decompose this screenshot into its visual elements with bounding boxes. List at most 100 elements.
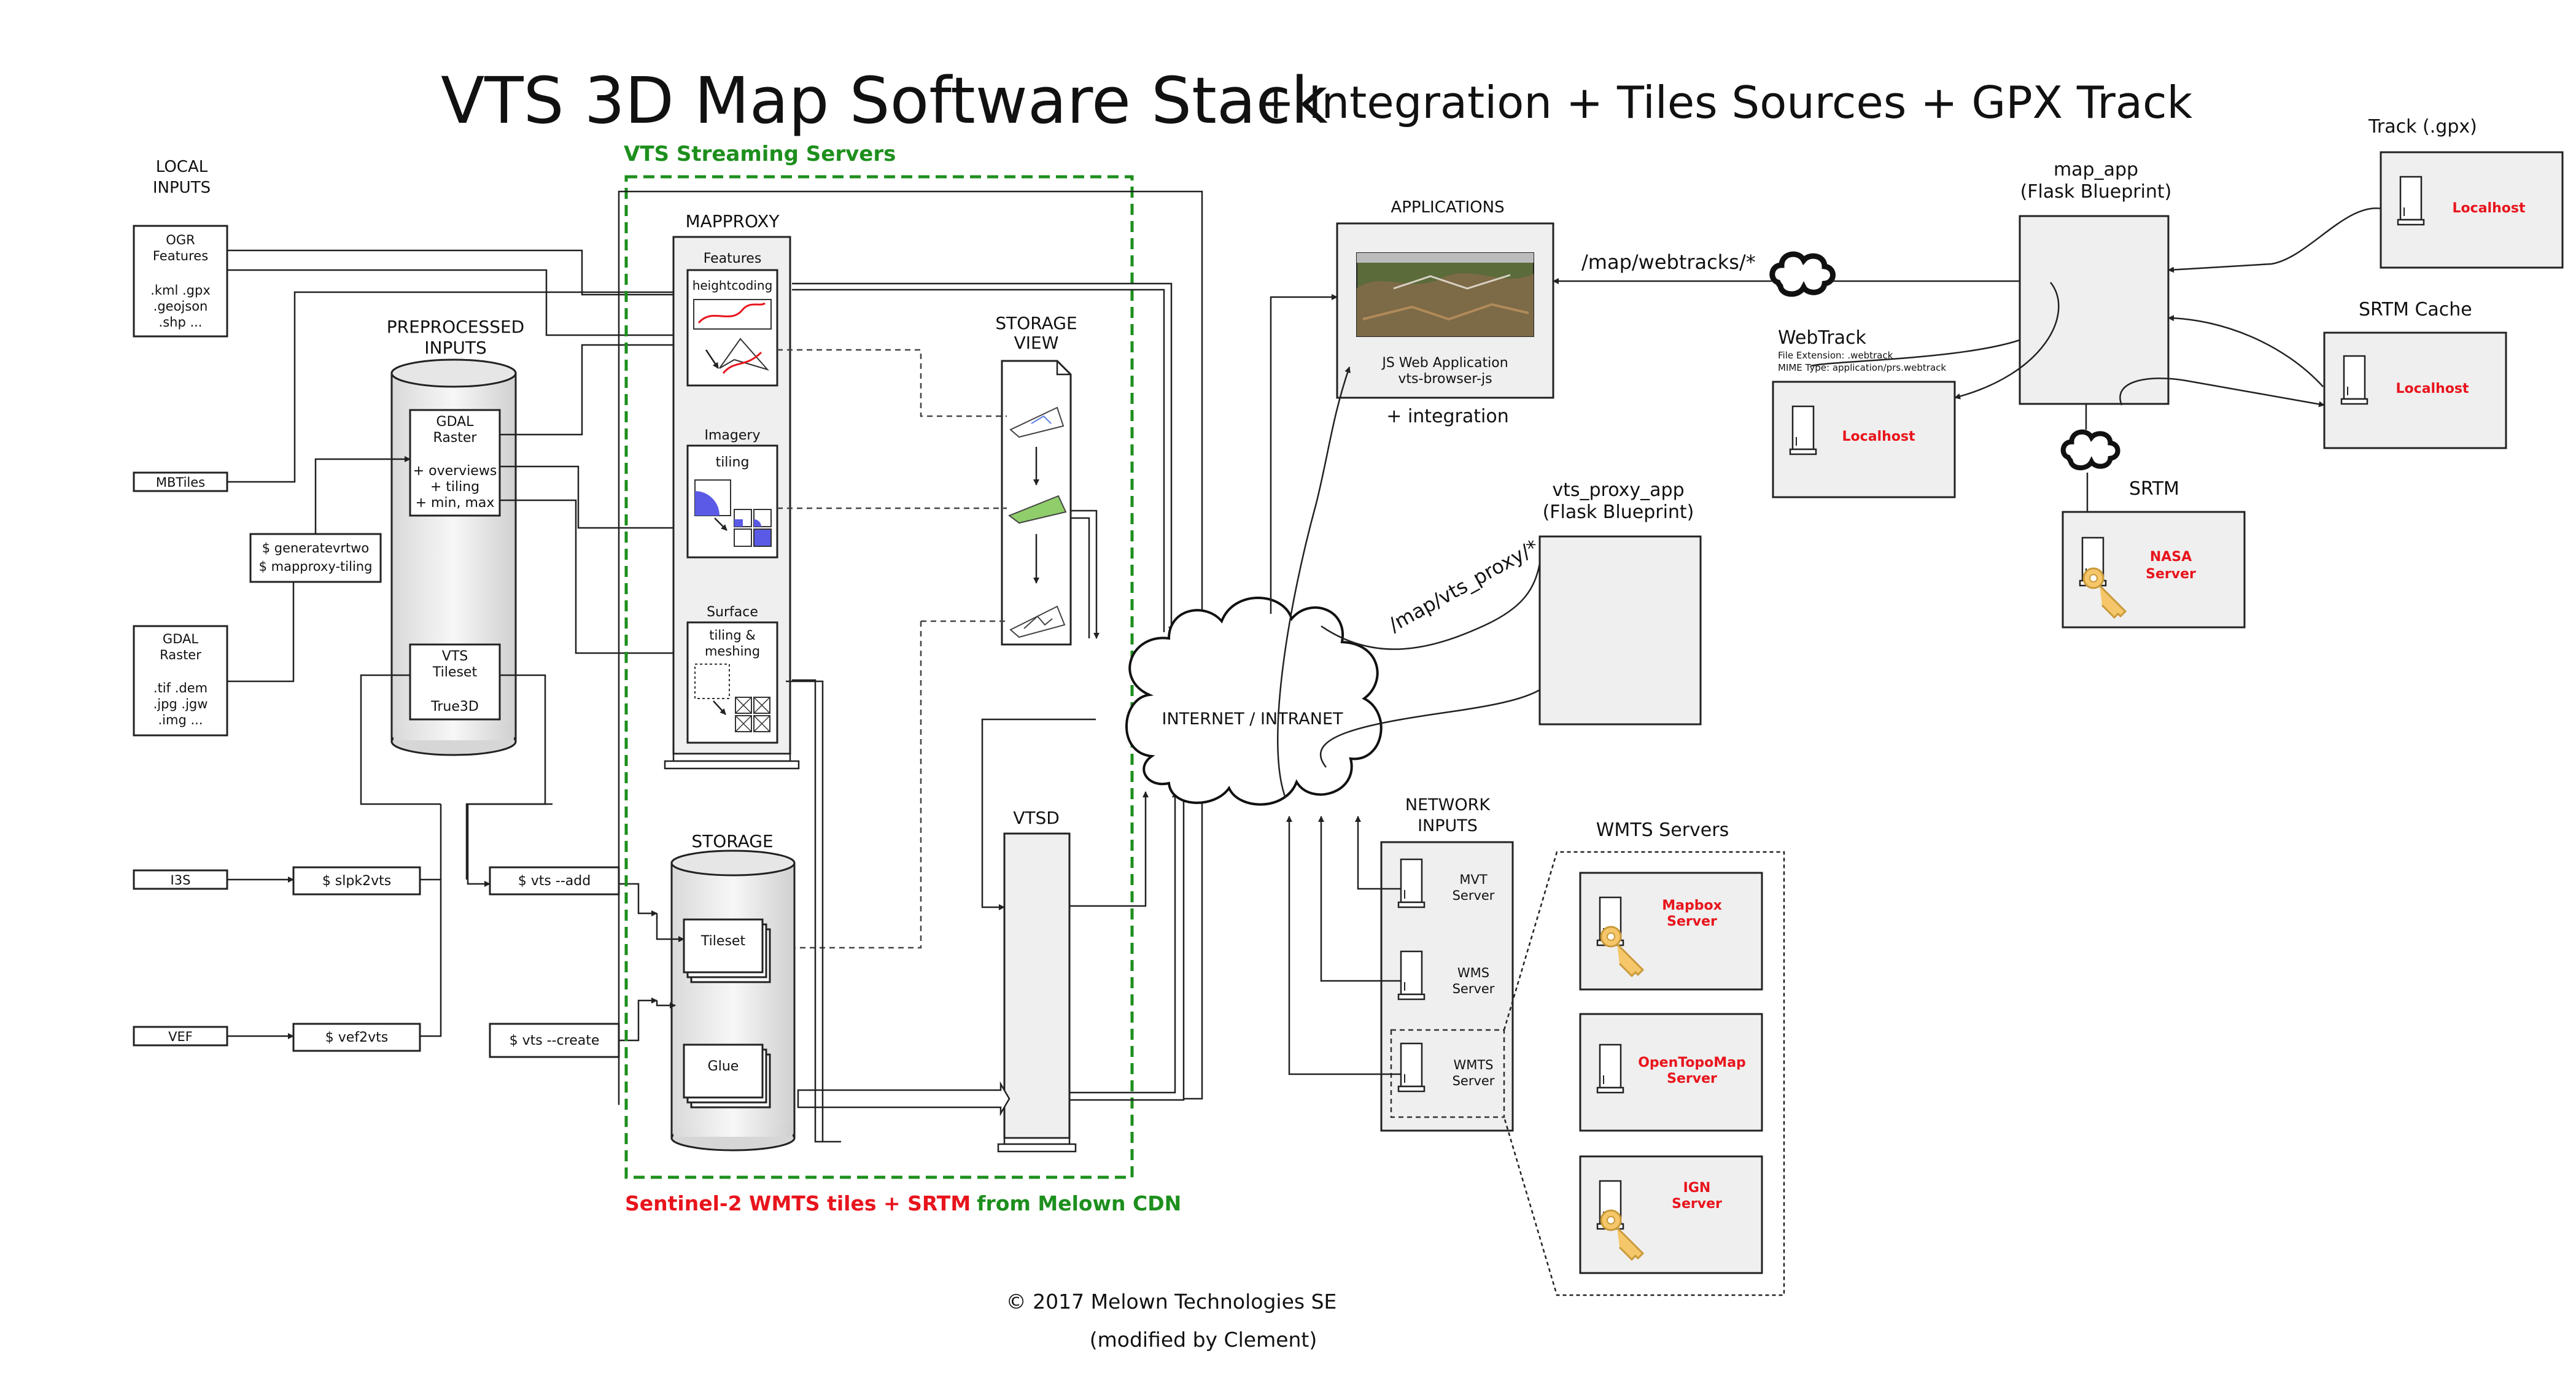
vts-tileset-preprocessed: VTS Tileset True3D [409, 643, 501, 721]
svg-text:GDAL: GDAL [163, 632, 198, 646]
svg-text:Glue: Glue [708, 1059, 739, 1074]
wms-server: WMS Server [1397, 950, 1495, 1001]
vts-streaming-servers-heading: VTS Streaming Servers [624, 142, 896, 166]
nasa-server: NASA Server [2062, 511, 2246, 629]
imagery-label: Imagery [705, 428, 761, 443]
svg-text:LOCAL: LOCAL [156, 158, 208, 176]
surface-label: Surface [707, 605, 758, 620]
gdal-raster-preprocessed: GDAL Raster + overviews + tiling + min, … [409, 409, 501, 517]
svg-text:STORAGE: STORAGE [995, 313, 1077, 333]
svg-text:MBTiles: MBTiles [156, 475, 205, 490]
storage-cylinder [670, 850, 796, 1152]
vts-proxy-route: /map/vts_proxy/* [1384, 535, 1542, 637]
applications-heading: APPLICATIONS [1391, 198, 1504, 217]
storage-view-document [1001, 360, 1072, 646]
svg-text:Mapbox: Mapbox [1662, 898, 1722, 913]
mapproxy-heading: MAPPROXY [685, 211, 780, 231]
diagram-title: VTS 3D Map Software Stack [441, 63, 1328, 138]
srtm-cloud [2063, 432, 2118, 468]
svg-text:$ vts --create: $ vts --create [510, 1033, 600, 1048]
surface-panel: tiling & meshing [686, 621, 778, 744]
svg-text:(Flask Blueprint): (Flask Blueprint) [1543, 501, 1694, 523]
svg-text:.jpg .jgw: .jpg .jgw [153, 697, 208, 711]
svg-text:Raster: Raster [433, 430, 478, 446]
ogr-features-input: OGR Features .kml .gpx .geojson .shp ... [133, 225, 228, 338]
vef2vts-command: $ vef2vts [292, 1023, 421, 1052]
svg-text:INPUTS: INPUTS [153, 179, 211, 197]
svg-text:GDAL: GDAL [436, 414, 475, 430]
svg-text:INPUTS: INPUTS [424, 338, 486, 358]
svg-text:OpenTopoMap: OpenTopoMap [1638, 1055, 1746, 1070]
svg-text:$ mapproxy-tiling: $ mapproxy-tiling [259, 559, 373, 574]
svg-text:vts_proxy_app: vts_proxy_app [1552, 479, 1684, 501]
mbtiles-input: MBTiles [133, 471, 228, 492]
webtracks-cloud [1772, 254, 1833, 294]
srtm-cache-title: SRTM Cache [2359, 299, 2472, 320]
svg-text:Server: Server [1453, 1074, 1495, 1088]
svg-text:Localhost: Localhost [1842, 429, 1915, 444]
svg-text:$ vts --add: $ vts --add [518, 873, 591, 889]
svg-text:$ slpk2vts: $ slpk2vts [322, 873, 391, 889]
svg-text:Features: Features [153, 249, 208, 263]
features-label: Features [704, 251, 762, 266]
track-gpx-localhost: Localhost [2380, 151, 2564, 269]
svg-text:Raster: Raster [160, 648, 201, 662]
vts-proxy-app-box [1538, 535, 1702, 726]
slpk2vts-command: $ slpk2vts [292, 866, 421, 896]
integration-label: + integration [1386, 406, 1508, 427]
svg-text:True3D: True3D [430, 699, 479, 714]
svg-text:.img ...: .img ... [158, 713, 203, 727]
svg-text:+ min, max: + min, max [416, 495, 495, 511]
svg-text:+ overviews: + overviews [413, 463, 497, 479]
svg-text:Tileset: Tileset [432, 665, 478, 680]
svg-text:INPUTS: INPUTS [1418, 816, 1478, 835]
svg-text:Server: Server [2146, 567, 2196, 582]
gdal-raster-input: GDAL Raster .tif .dem .jpg .jgw .img ... [133, 625, 228, 737]
svg-text:.geojson: .geojson [153, 299, 208, 314]
svg-text:vts-browser-js: vts-browser-js [1398, 371, 1492, 387]
svg-text:I3S: I3S [171, 873, 191, 888]
svg-text:Localhost: Localhost [2396, 381, 2469, 397]
webtrack-extension: File Extension: .webtrack [1778, 350, 1893, 361]
map-app-box [2019, 215, 2170, 405]
svg-text:Tileset: Tileset [700, 934, 746, 949]
svg-text:Localhost: Localhost [2453, 201, 2526, 216]
map-app-heading: map_app (Flask Blueprint) [2020, 159, 2172, 203]
local-inputs-heading: LOCAL INPUTS [153, 158, 211, 197]
vts-add-command: $ vts --add [489, 866, 620, 896]
svg-text:WMTS: WMTS [1453, 1058, 1493, 1072]
webtrack-title: WebTrack [1778, 327, 1867, 349]
vts-create-command: $ vts --create [489, 1023, 620, 1058]
mapbox-server: Mapbox Server [1579, 872, 1763, 991]
svg-text:JS Web Application: JS Web Application [1381, 355, 1508, 371]
svg-text:MVT: MVT [1459, 872, 1487, 887]
wmts-servers-heading: WMTS Servers [1596, 819, 1729, 841]
svg-text:OGR: OGR [166, 233, 195, 247]
webtrack-mime: MIME Type: application/prs.webtrack [1778, 362, 1946, 373]
copyright: © 2017 Melown Technologies SE [1006, 1290, 1337, 1314]
svg-text:IGN: IGN [1683, 1180, 1711, 1196]
internet-label: INTERNET / INTRANET [1162, 710, 1343, 729]
generatevrtwo-command: $ generatevrtwo $ mapproxy-tiling [249, 533, 382, 583]
svg-text:WMS: WMS [1457, 966, 1489, 980]
svg-text:tiling: tiling [716, 455, 750, 470]
mvt-server: MVT Server [1397, 858, 1495, 908]
svg-text:VEF: VEF [168, 1029, 193, 1044]
vts-proxy-app-heading: vts_proxy_app (Flask Blueprint) [1543, 479, 1694, 523]
vtsd-tower [997, 832, 1077, 1153]
svg-text:NASA: NASA [2150, 549, 2192, 565]
storage-tileset-stack: Tileset [683, 918, 771, 983]
svg-text:heightcoding: heightcoding [692, 278, 773, 293]
vtsd-heading: VTSD [1013, 808, 1060, 828]
svg-text:Server: Server [1672, 1196, 1722, 1212]
wmts-server: WMTS Server [1390, 1029, 1505, 1118]
storage-heading: STORAGE [691, 831, 773, 851]
svg-text:Server: Server [1667, 1071, 1717, 1086]
svg-text:VTS: VTS [442, 649, 468, 664]
svg-text:+ tiling: + tiling [430, 479, 479, 495]
svg-text:Server: Server [1453, 981, 1495, 996]
svg-text:map_app: map_app [2054, 159, 2138, 180]
